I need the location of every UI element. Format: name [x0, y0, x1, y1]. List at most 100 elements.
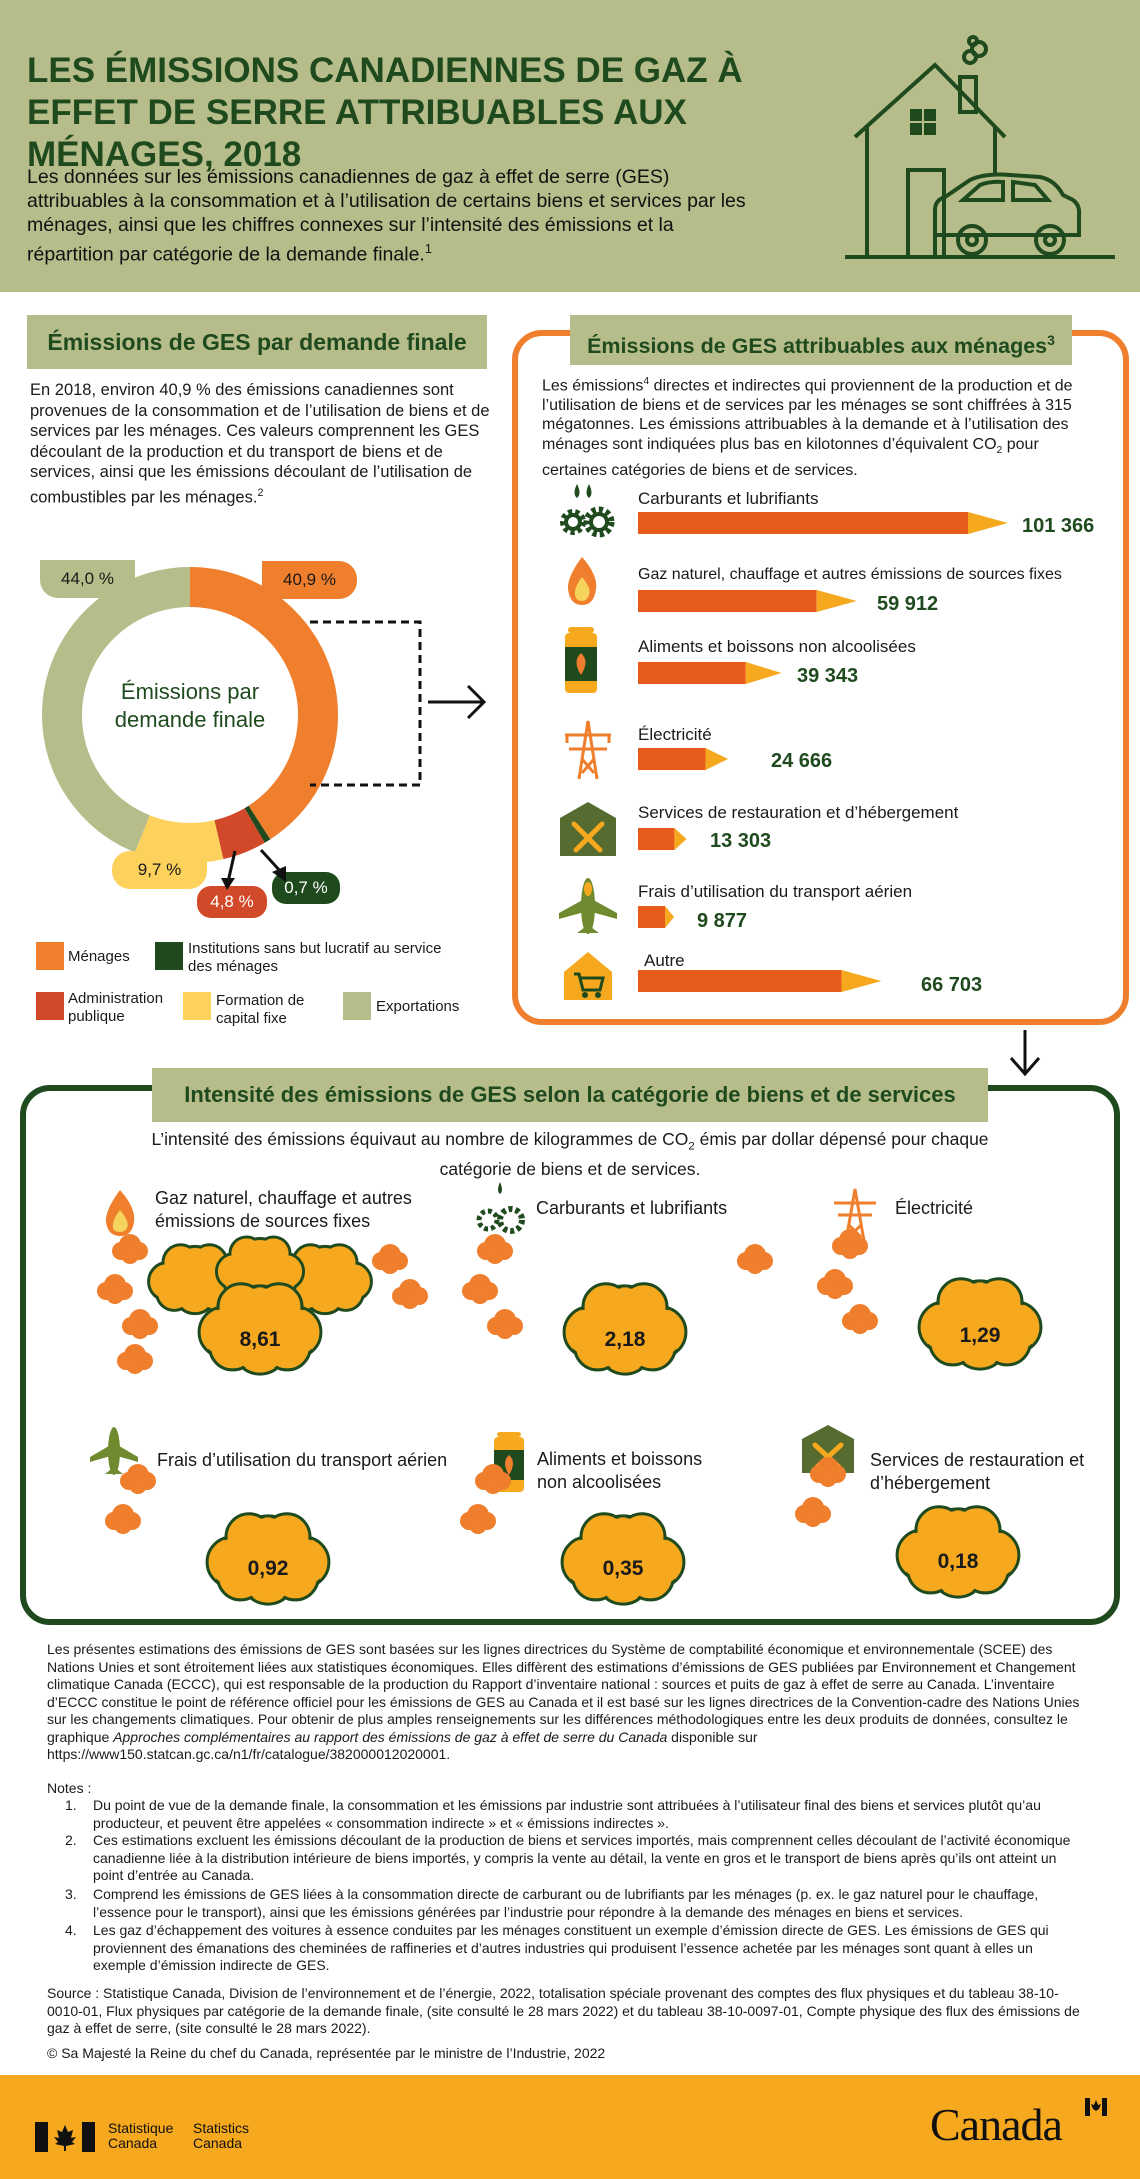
- intensity-value-electricite: 1,29: [959, 1324, 1001, 1347]
- bar-aliments: [638, 662, 782, 684]
- intensity-co2-sub: 2: [688, 1140, 695, 1153]
- methodology-title: Approches complémentaires au rapport des…: [113, 1728, 668, 1745]
- can-icon: [565, 627, 597, 693]
- household-emissions-footnote-ref: 3: [1047, 332, 1055, 348]
- note-item: 2. Ces estimations excluent les émission…: [65, 1832, 1085, 1886]
- source-text: Source : Statistique Canada, Division de…: [47, 1985, 1080, 2036]
- household-text-part-c: pour certaines catégories de biens et de…: [542, 435, 1039, 479]
- intensity-label-gaz-naturel: Gaz naturel, chauffage et autres émissio…: [155, 1188, 412, 1231]
- note-item: 1. Du point de vue de la demande finale,…: [65, 1797, 1085, 1833]
- legend-label-formation: Formation de capital fixe: [216, 992, 305, 1027]
- note-number: 3.: [65, 1886, 77, 1902]
- donut-slice-formation: [42, 567, 338, 863]
- legend-label-exportations: Exportations: [376, 998, 460, 1015]
- bar-label-aliments: Aliments et boissons non alcoolisées: [638, 637, 916, 656]
- intensity-cloud-gaz-naturel: [97, 1234, 428, 1376]
- intensity-sub-part-b: émis par dollar dépensé pour chaque caté…: [439, 1129, 989, 1179]
- statcan-fr-line1: Statistique: [108, 2120, 174, 2136]
- methodology-note: Les présentes estimations des émissions …: [47, 1641, 1087, 1764]
- final-demand-footnote-ref: 2: [257, 486, 264, 499]
- household-emissions-title: Émissions de GES attribuables aux ménage…: [570, 315, 1072, 371]
- note-text: Ces estimations excluent les émissions d…: [93, 1832, 1071, 1883]
- final-demand-title-box: Émissions de GES par demande finale: [27, 315, 487, 369]
- bar-electricite: [638, 748, 729, 770]
- intro-footnote-ref: 1: [424, 242, 432, 256]
- bar-value-electricite: 24 666: [771, 750, 833, 772]
- wordmark-flag-icon: [1085, 2098, 1107, 2116]
- legend-swatch-formation: [183, 992, 211, 1020]
- airplane-icon: [559, 878, 617, 934]
- intensity-value-restauration: 0,18: [937, 1550, 979, 1573]
- bar-carburants: [638, 512, 1008, 534]
- intensity-cloud-transport-aerien: [105, 1464, 331, 1606]
- note-text: Du point de vue de la demande finale, la…: [93, 1797, 1041, 1831]
- methodology-part-a: Les présentes estimations des émissions …: [47, 1641, 1080, 1745]
- intensity-title-box: Intensité des émissions de GES selon la …: [152, 1068, 988, 1122]
- household-text-co2-sub: 2: [996, 445, 1003, 457]
- intro-text: Les données sur les émissions canadienne…: [27, 165, 757, 267]
- final-demand-text: En 2018, environ 40,9 % des émissions ca…: [30, 380, 500, 508]
- intensity-label-restauration: Services de restauration et d’hébergemen…: [870, 1450, 1085, 1493]
- donut-connectors: [221, 620, 487, 890]
- household-bar-chart: [638, 512, 1008, 992]
- note-item: 4. Les gaz d’échappement des voitures à …: [65, 1922, 1085, 1976]
- legend-swatch-exportations: [343, 992, 371, 1020]
- legend-label-isbl: Institutions sans but lucratif au servic…: [188, 940, 442, 975]
- household-text-part-a: Les émissions: [542, 377, 644, 395]
- intensity-value-gaz-naturel: 8,61: [239, 1328, 281, 1351]
- statcan-en-line1: Statistics: [193, 2120, 250, 2136]
- bar-label-restauration: Services de restauration et d’hébergemen…: [638, 803, 959, 822]
- note-number: 2.: [65, 1832, 77, 1848]
- pie-label-exportations: 44,0 %: [40, 560, 135, 598]
- household-emissions-title-box: Émissions de GES attribuables aux ménage…: [570, 315, 1072, 365]
- intensity-value-aliments: 0,35: [602, 1557, 644, 1580]
- intensity-cloud-electricite: [817, 1229, 1043, 1371]
- down-arrow: [1009, 1030, 1041, 1077]
- legend-swatch-administration: [36, 992, 64, 1020]
- pie-label-formation: 9,7 %: [112, 851, 207, 889]
- bar-label-carburants: Carburants et lubrifiants: [638, 489, 819, 508]
- donut-slice-exportations: [42, 567, 338, 863]
- household-text-footnote-ref: 4: [643, 376, 650, 387]
- note-number: 4.: [65, 1922, 77, 1938]
- intensity-title: Intensité des émissions de GES selon la …: [184, 1082, 956, 1107]
- flame-icon: [567, 557, 597, 605]
- canada-flag-icon: [35, 2122, 95, 2152]
- flame-icon: [105, 1190, 135, 1236]
- restaurant-icon: [560, 802, 616, 856]
- house-car-icon: [845, 35, 1115, 259]
- bar-restauration: [638, 828, 687, 850]
- legend-swatch-isbl: [155, 942, 183, 970]
- footer-bar: [0, 2075, 1140, 2179]
- methodology-part-b: disponible sur https://www150.statcan.gc…: [47, 1728, 758, 1763]
- bar-gaz-naturel: [638, 590, 857, 612]
- intensity-label-transport-aerien: Frais d’utilisation du transport aérien: [157, 1450, 448, 1470]
- bar-label-electricite: Électricité: [638, 725, 712, 744]
- household-emissions-text: Les émissions4 directes et indirectes qu…: [542, 372, 1097, 480]
- header-banner: [0, 0, 1140, 292]
- note-item: 3. Comprend les émissions de GES liées à…: [65, 1886, 1085, 1922]
- copyright-text: © Sa Majesté la Reine du chef du Canada,…: [47, 2045, 606, 2061]
- bar-value-autre: 66 703: [921, 974, 983, 996]
- bar-label-transport-aerien: Frais d’utilisation du transport aérien: [638, 882, 913, 901]
- household-text-part-b: directes et indirectes qui proviennent d…: [542, 377, 1073, 453]
- intensity-sub-part-a: L’intensité des émissions équivaut au no…: [151, 1129, 689, 1149]
- bar-label-autre: Autre: [644, 951, 685, 970]
- donut-chart: [42, 567, 338, 863]
- bar-value-aliments: 39 343: [797, 665, 859, 687]
- intensity-cloud-aliments: [460, 1464, 686, 1606]
- intensity-label-carburants: Carburants et lubrifiants: [536, 1198, 728, 1218]
- intensity-cloud-carburants: [462, 1234, 773, 1376]
- intensity-label-electricite: Électricité: [895, 1198, 974, 1218]
- gears-oil-icon: [560, 484, 615, 538]
- bar-value-transport-aerien: 9 877: [697, 910, 748, 932]
- page-title: LES ÉMISSIONS CANADIENNES DE GAZ À EFFET…: [27, 51, 743, 174]
- intensity-value-transport-aerien: 0,92: [247, 1557, 289, 1580]
- legend-label-administration: Administration publique: [68, 990, 164, 1025]
- donut-center-label: Émissions par demande finale: [114, 679, 266, 732]
- pie-label-menages: 40,9 %: [262, 561, 357, 599]
- intensity-cloud-restauration: [795, 1457, 1021, 1599]
- statcan-en-line2: Canada: [193, 2135, 243, 2151]
- shopping-house-icon: [564, 952, 612, 1000]
